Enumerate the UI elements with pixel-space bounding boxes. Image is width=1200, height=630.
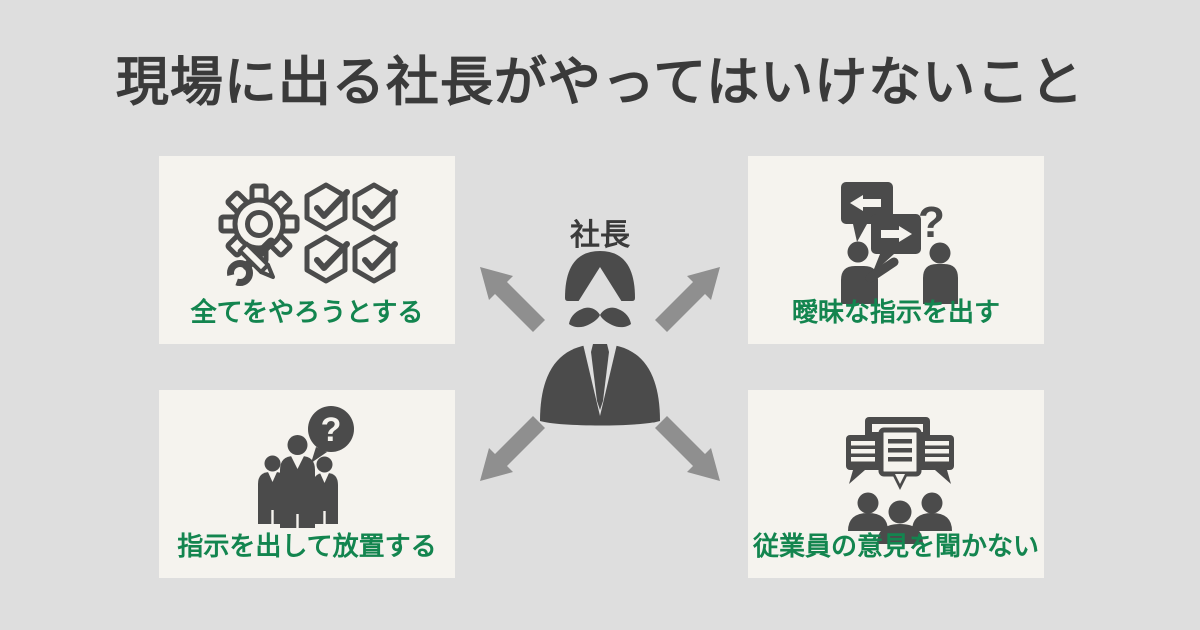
pencil-icon <box>237 241 275 279</box>
confused-employees-icon: ? <box>258 406 354 528</box>
president-icon <box>540 251 660 426</box>
card-neglect-after-instruction: ? 指示を出して放置する <box>159 390 455 578</box>
card-do-everything: 全てをやろうとする <box>159 156 455 344</box>
card-label-do-everything: 全てをやろうとする <box>190 297 424 327</box>
president-label: 社長 <box>570 219 630 252</box>
card-vague-instructions: ? 曖昧な指示を出す <box>748 156 1044 344</box>
arrow-top-left-icon <box>480 267 545 332</box>
gear-tools-checklist-icon <box>218 182 398 289</box>
card-label-vague-instructions: 曖昧な指示を出す <box>791 297 1000 327</box>
svg-text:?: ? <box>321 411 342 449</box>
arrow-bottom-right-icon <box>655 416 720 481</box>
arrow-bottom-left-icon <box>480 416 545 481</box>
card-label-neglect: 指示を出して放置する <box>177 531 437 561</box>
question-bubble-icon: ? <box>308 406 354 463</box>
vague-instructions-icon: ? <box>841 182 958 304</box>
arrow-top-right-icon <box>655 267 720 332</box>
card-ignore-opinions: 従業員の意見を聞かない <box>748 390 1044 578</box>
card-label-ignore-opinions: 従業員の意見を聞かない <box>752 531 1039 561</box>
svg-text:?: ? <box>918 198 945 247</box>
group-opinions-icon <box>846 417 954 544</box>
check-badges-icon <box>304 182 398 284</box>
page-title: 現場に出る社長がやってはいけないこと <box>115 53 1085 112</box>
